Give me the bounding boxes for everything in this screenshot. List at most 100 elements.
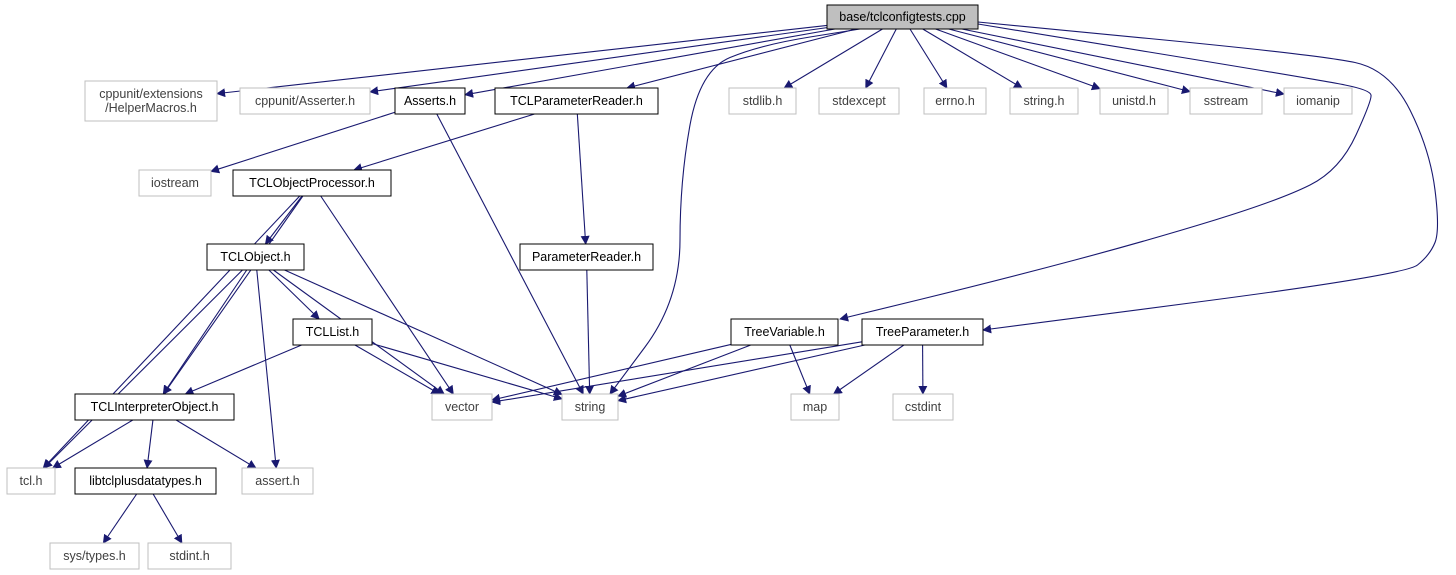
node-tclinterp[interactable]: TCLInterpreterObject.h (74, 393, 235, 421)
node-box (730, 318, 839, 346)
node-string: string (561, 393, 619, 421)
node-box (49, 542, 140, 570)
node-box (292, 318, 373, 346)
node-label: TCLInterpreterObject.h (91, 400, 219, 414)
node-box (892, 393, 954, 421)
edge-treeparam-to-string (617, 344, 865, 404)
node-root[interactable]: base/tclconfigtests.cpp (826, 4, 979, 30)
node-box (1189, 87, 1263, 115)
node-tclop[interactable]: TCLObjectProcessor.h (232, 169, 392, 197)
node-box (861, 318, 984, 346)
node-tclh: tcl.h (6, 467, 56, 495)
node-stringh: string.h (1009, 87, 1079, 115)
edge-root-to-treevar (839, 23, 1372, 322)
node-label: stdlib.h (743, 94, 783, 108)
node-tclpr[interactable]: TCLParameterReader.h (494, 87, 659, 115)
node-tcllist[interactable]: TCLList.h (292, 318, 373, 346)
node-label: errno.h (935, 94, 975, 108)
node-asserth: assert.h (241, 467, 314, 495)
edge-tcllist-to-string (371, 342, 563, 401)
edge-root-to-stringh (922, 28, 1023, 89)
node-box (1283, 87, 1353, 115)
node-box (84, 80, 218, 122)
node-box (728, 87, 797, 115)
edge-root-to-stdexcept (865, 28, 897, 89)
edge-root-to-stdlib (783, 28, 883, 89)
node-label: unistd.h (1112, 94, 1156, 108)
edge-tclobj-to-string (284, 269, 563, 396)
edge-root-to-treeparam (977, 21, 1439, 334)
node-label: iostream (151, 176, 199, 190)
edge-tcllist-to-vector (354, 344, 441, 395)
node-label: cstdint (905, 400, 942, 414)
edge-tclinterp-to-asserth (175, 419, 257, 469)
node-label: string (575, 400, 606, 414)
node-label: stdint.h (169, 549, 209, 563)
node-box (206, 243, 305, 271)
edge-tclobj-to-tcllist (268, 269, 320, 320)
edge-root-to-unistd (935, 28, 1101, 91)
node-treevar[interactable]: TreeVariable.h (730, 318, 839, 346)
node-pr[interactable]: ParameterReader.h (519, 243, 654, 271)
node-box (431, 393, 493, 421)
node-stdexcept: stdexcept (818, 87, 900, 115)
node-label: TCLList.h (306, 325, 360, 339)
node-treeparam[interactable]: TreeParameter.h (861, 318, 984, 346)
node-label: cppunit/Asserter.h (255, 94, 355, 108)
node-helper: cppunit/extensions/HelperMacros.h (84, 80, 218, 122)
edge-tclpr-to-pr (576, 113, 590, 245)
node-box (147, 542, 232, 570)
edge-tclinterp-to-libtcl (143, 419, 154, 469)
node-box (74, 467, 217, 495)
node-box (561, 393, 619, 421)
node-box (1009, 87, 1079, 115)
edge-root-to-asserts (464, 28, 836, 98)
node-map: map (790, 393, 840, 421)
node-label: string.h (1024, 94, 1065, 108)
node-tclobj[interactable]: TCLObject.h (206, 243, 305, 271)
edge-tclobj-to-tclinterp (162, 269, 248, 395)
edge-tclpr-to-tclop (353, 113, 535, 172)
node-asserts[interactable]: Asserts.h (394, 87, 466, 115)
node-label: stdexcept (832, 94, 886, 108)
edge-root-to-helper (216, 24, 828, 98)
node-label: iomanip (1296, 94, 1340, 108)
node-errno: errno.h (923, 87, 987, 115)
edge-libtcl-to-stdint (152, 493, 183, 544)
edge-tclinterp-to-tclh (51, 419, 134, 469)
node-label: TCLParameterReader.h (510, 94, 643, 108)
node-label: TCLObject.h (220, 250, 290, 264)
node-stdlib: stdlib.h (728, 87, 797, 115)
node-label: Asserts.h (404, 94, 456, 108)
node-label: sstream (1204, 94, 1248, 108)
node-libtcl[interactable]: libtclplusdatatypes.h (74, 467, 217, 495)
node-systypes: sys/types.h (49, 542, 140, 570)
edge-libtcl-to-systypes (102, 493, 138, 544)
node-label: TreeParameter.h (876, 325, 969, 339)
node-label: cppunit/extensions/HelperMacros.h (99, 87, 203, 115)
edge-tclobj-to-tclh (43, 269, 243, 469)
edge-tcllist-to-tclinterp (184, 344, 302, 396)
node-box (818, 87, 900, 115)
node-box (239, 87, 371, 115)
edge-treeparam-to-vector (491, 341, 863, 406)
node-label: vector (445, 400, 479, 414)
edge-tclop-to-tclinterp (163, 195, 304, 395)
edge-tclop-to-tclh (42, 195, 301, 469)
node-box (241, 467, 314, 495)
node-box (232, 169, 392, 197)
edge-root-to-errno (909, 28, 948, 89)
edge-asserts-to-string (436, 113, 584, 395)
edge-treeparam-to-map (832, 344, 905, 395)
edge-root-to-sstream (948, 28, 1191, 94)
edge-root-to-asserter (369, 27, 828, 96)
node-cstdint: cstdint (892, 393, 954, 421)
node-box (494, 87, 659, 115)
edge-root-to-string (609, 28, 861, 395)
edge-tclop-to-tclobj (264, 195, 303, 245)
node-label: ParameterReader.h (532, 250, 641, 264)
edge-treevar-to-vector (491, 343, 732, 403)
node-box (6, 467, 56, 495)
node-label: base/tclconfigtests.cpp (839, 10, 966, 24)
